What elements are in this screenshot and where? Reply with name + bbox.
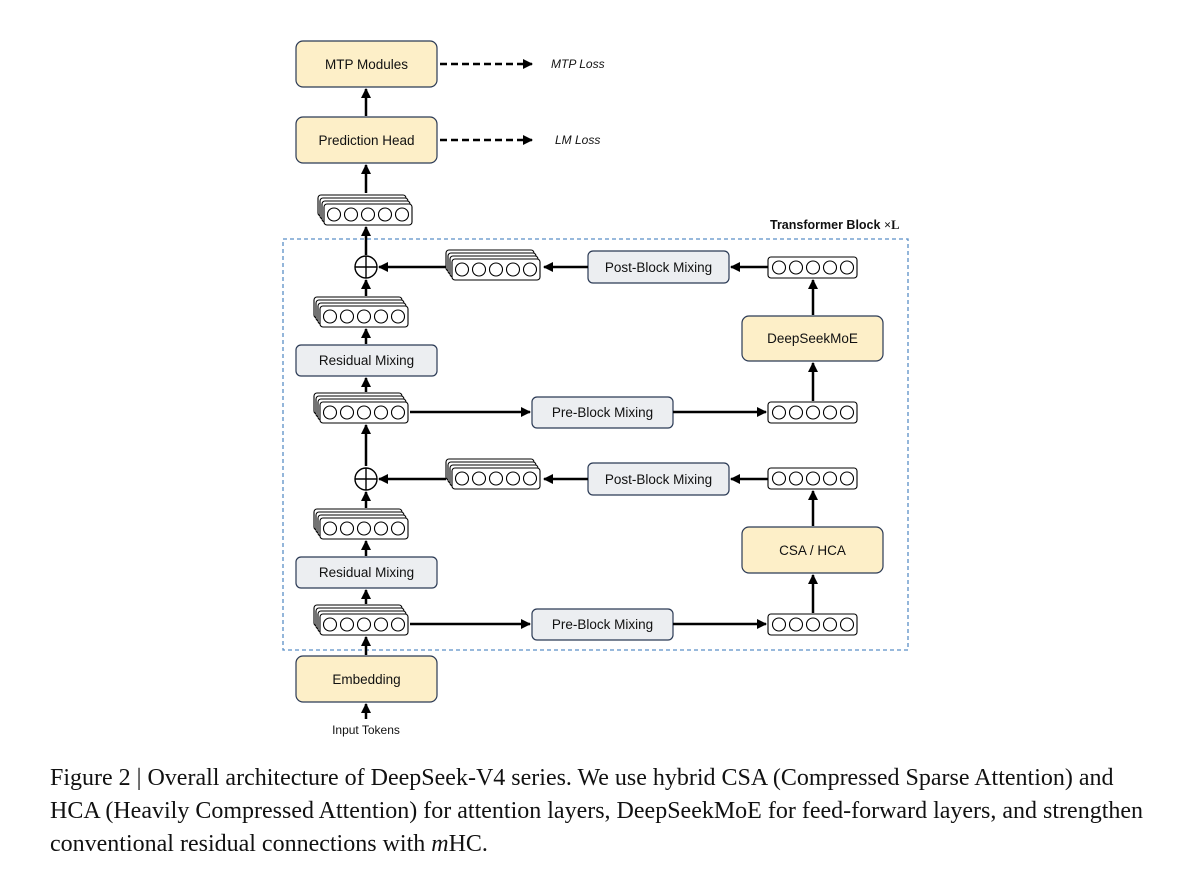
- lm-loss-label: LM Loss: [555, 133, 600, 147]
- input-tokens-label: Input Tokens: [332, 723, 400, 737]
- residual-mixing-lower-box: [295, 556, 438, 589]
- mtp-modules-box: [295, 40, 438, 88]
- residual-add-upper-icon: [354, 255, 378, 279]
- vector-attn-input: [767, 613, 858, 636]
- residual-mixing-upper-label: Residual Mixing: [319, 353, 414, 368]
- csa-hca-label: CSA / HCA: [779, 543, 846, 558]
- pre-block-mixing-upper-label: Pre-Block Mixing: [552, 405, 653, 420]
- pre-block-mixing-lower-label: Pre-Block Mixing: [552, 617, 653, 632]
- residual-mixing-lower-label: Residual Mixing: [319, 565, 414, 580]
- embedding-box: [295, 655, 438, 703]
- prediction-head-label: Prediction Head: [318, 133, 414, 148]
- architecture-diagram: Transformer Block ×L MTP Modules MTP Los…: [282, 40, 909, 737]
- mtp-loss-label: MTP Loss: [551, 57, 605, 71]
- mtp-modules-label: MTP Modules: [325, 57, 408, 72]
- deepseekmoe-label: DeepSeekMoE: [767, 331, 858, 346]
- figure-caption: Figure 2 | Overall architecture of DeepS…: [50, 762, 1150, 861]
- vector-stack-post-lower: [445, 458, 541, 490]
- prediction-head-box: [295, 116, 438, 164]
- vector-stack-post-upper: [445, 249, 541, 281]
- transformer-block-label: Transformer Block ×L: [770, 218, 899, 232]
- caption-text: Figure 2 | Overall architecture of DeepS…: [50, 765, 1144, 857]
- vector-stack-pre-lower: [313, 604, 409, 636]
- caption-italic-m: m: [431, 831, 449, 857]
- embedding-label: Embedding: [332, 672, 400, 687]
- post-block-mixing-lower-label: Post-Block Mixing: [605, 472, 712, 487]
- vector-stack-pre-upper: [313, 392, 409, 424]
- vector-moe-output: [767, 256, 858, 279]
- residual-mixing-upper-box: [295, 344, 438, 377]
- residual-add-lower-icon: [354, 467, 378, 491]
- post-block-mixing-upper-label: Post-Block Mixing: [605, 260, 712, 275]
- csa-hca-box: [741, 526, 884, 574]
- vector-stack-mixed-lower: [313, 508, 409, 540]
- vector-attn-output: [767, 467, 858, 490]
- vector-stack-output: [317, 194, 413, 226]
- caption-suffix: HC.: [448, 831, 488, 857]
- vector-moe-input: [767, 401, 858, 424]
- vector-stack-mixed-upper: [313, 296, 409, 328]
- deepseekmoe-box: [741, 315, 884, 362]
